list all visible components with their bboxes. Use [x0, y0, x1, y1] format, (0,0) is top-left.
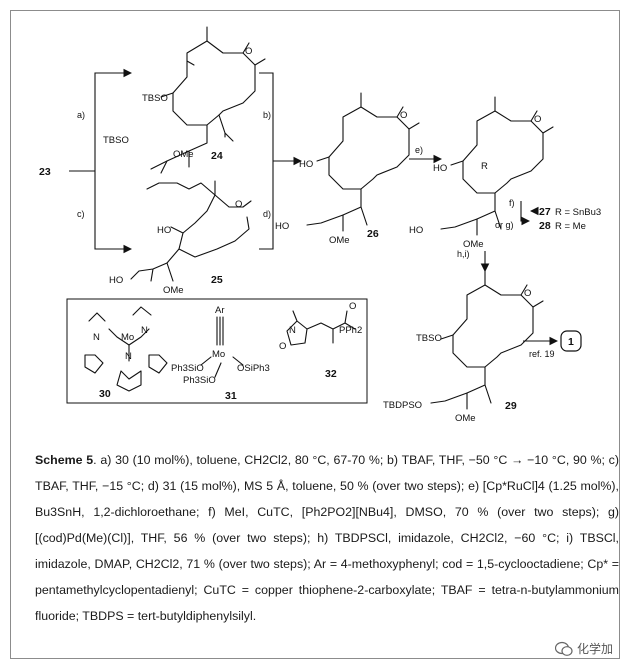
- label-o-p-32: O: [349, 301, 356, 312]
- label-ho-27: HO: [433, 163, 447, 174]
- caption-text: . a) 30 (10 mol%), toluene, CH2Cl2, 80 °…: [35, 453, 620, 623]
- ref-19-label: ref. 19: [529, 349, 555, 359]
- compound-28: 28: [539, 220, 551, 232]
- compound-32: 32: [325, 368, 337, 380]
- step-b-label: b): [263, 110, 271, 120]
- label-ho-chain-26: HO: [275, 221, 289, 232]
- label-mo-30: Mo: [121, 332, 134, 343]
- structure-26: [306, 92, 420, 232]
- label-ome-27: OMe: [463, 239, 484, 250]
- label-tbso-29: TBSO: [416, 333, 442, 344]
- step-c-label: c): [77, 209, 85, 219]
- label-n-32: N: [289, 325, 296, 336]
- label-ar-31: Ar: [215, 305, 225, 316]
- compound-23: 23: [39, 166, 51, 178]
- label-ho-26: HO: [299, 159, 313, 170]
- watermark-text: 化学加: [576, 642, 613, 656]
- structure-24: [150, 26, 266, 174]
- label-pph2-32: PPh2: [339, 325, 362, 336]
- label-o-32: O: [279, 341, 286, 352]
- compound-29: 29: [505, 400, 517, 412]
- label-tbso-chain-24: TBSO: [103, 135, 129, 146]
- compound-26: 26: [367, 228, 379, 240]
- label-o-26: O: [400, 110, 407, 121]
- label-n-30a: N: [93, 332, 100, 343]
- step-e-label: e): [415, 145, 423, 155]
- label-o-24: O: [245, 46, 252, 57]
- arrow-c: [94, 171, 133, 254]
- label-ho-25: HO: [157, 225, 171, 236]
- step-f-label: f): [509, 198, 515, 208]
- scheme-caption: Scheme 5. a) 30 (10 mol%), toluene, CH2C…: [35, 447, 619, 629]
- label-osiph3-31: OSiPh3: [237, 363, 270, 374]
- compound-1-box: [560, 330, 582, 352]
- label-o-29: O: [524, 288, 531, 299]
- watermark: 化学加: [554, 640, 613, 657]
- r-def-28: R = Me: [555, 221, 586, 232]
- label-mo-31: Mo: [212, 349, 225, 360]
- step-h-i-label: h,i): [457, 249, 470, 259]
- label-ho-chain-27: HO: [409, 225, 423, 236]
- compound-1: 1: [568, 336, 574, 348]
- step-a-label: a): [77, 110, 85, 120]
- structure-31: [200, 316, 244, 378]
- structure-27-28: [440, 96, 554, 236]
- step-d-label: d): [263, 209, 271, 219]
- arrow-a: [69, 73, 131, 172]
- r-def-27: R = SnBu3: [555, 207, 601, 218]
- compound-27: 27: [539, 206, 551, 218]
- compound-25: 25: [211, 274, 223, 286]
- label-n-30c: N: [125, 351, 132, 362]
- label-o-25: O: [235, 199, 242, 210]
- label-ome-29: OMe: [455, 413, 476, 424]
- arrow-b-d: [259, 72, 301, 250]
- scheme-label: Scheme 5: [35, 453, 94, 467]
- catalyst-box: [66, 298, 368, 404]
- label-ho-chain-25: HO: [109, 275, 123, 286]
- arrow-f-g: [520, 201, 531, 226]
- step-or-g-label: or g): [495, 220, 514, 230]
- label-tbso-24: TBSO: [142, 93, 168, 104]
- structure-32: [286, 310, 356, 346]
- label-ome-25: OMe: [163, 285, 184, 296]
- reaction-scheme: O TBSO TBSO OMe 24 O HO HO OMe 25 23 a) …: [39, 26, 601, 424]
- label-n-30b: N: [141, 325, 148, 336]
- label-ome-26: OMe: [329, 235, 350, 246]
- label-ph3sio-31a: Ph3SiO: [171, 363, 204, 374]
- label-r-27: R: [481, 161, 488, 172]
- structure-30: [84, 306, 168, 392]
- compound-31: 31: [225, 390, 237, 402]
- compound-24: 24: [211, 150, 223, 162]
- compound-30: 30: [99, 388, 111, 400]
- label-o-27: O: [534, 114, 541, 125]
- structure-29: [430, 270, 544, 410]
- scheme-figure: O TBSO TBSO OMe 24 O HO HO OMe 25 23 a) …: [10, 10, 620, 659]
- structure-25: [130, 180, 252, 282]
- chat-bubble-icon: [554, 641, 573, 656]
- label-ph3sio-31b: Ph3SiO: [183, 375, 216, 386]
- label-tbdpso-29: TBDPSO: [383, 400, 422, 411]
- label-ome-24: OMe: [173, 149, 194, 160]
